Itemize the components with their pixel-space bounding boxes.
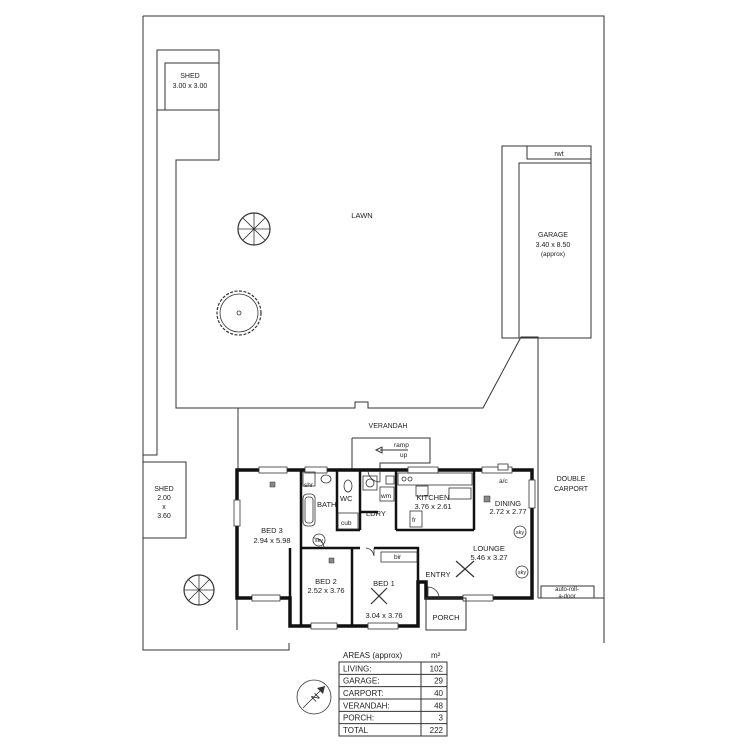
porch xyxy=(425,597,467,631)
porch-label: PORCH xyxy=(432,613,459,622)
svg-text:x: x xyxy=(162,504,166,511)
rear-shed-label: SHED xyxy=(180,73,199,80)
cub-label: cub xyxy=(341,520,352,527)
svg-text:sky: sky xyxy=(516,530,525,536)
ac-label: a/c xyxy=(499,478,508,485)
tree-icon xyxy=(216,290,262,336)
ceiling-fan-icon xyxy=(370,587,388,605)
carport-label-1: DOUBLE xyxy=(557,476,586,483)
garage-label: GARAGE xyxy=(538,232,568,239)
verandah-label: VERANDAH xyxy=(369,423,408,430)
ceiling-markers xyxy=(269,463,509,564)
auto-door xyxy=(540,585,595,599)
kitchen-dims: 3.76 x 2.61 xyxy=(414,502,451,511)
skylight-icon: sky xyxy=(312,533,326,547)
svg-text:2.00: 2.00 xyxy=(157,495,171,502)
areas-row-label: CARPORT: xyxy=(343,689,383,698)
areas-row-value: 48 xyxy=(434,701,443,710)
svg-text:sky: sky xyxy=(518,570,527,576)
areas-row-label: TOTAL xyxy=(343,726,369,735)
areas-title: AREAS (approx) xyxy=(343,651,402,660)
property-boundary xyxy=(142,15,605,651)
areas-row-value: 102 xyxy=(430,664,444,673)
ldry-label: LDRY xyxy=(366,509,386,518)
lawn-label: LAWN xyxy=(351,211,372,220)
bed1-label: BED 1 xyxy=(373,579,395,588)
bath-label: BATH xyxy=(317,500,336,509)
wc-label: WC xyxy=(340,494,353,503)
bed2-label: BED 2 xyxy=(315,577,337,586)
bed2-dims: 2.52 x 3.76 xyxy=(307,586,344,595)
entry-label: ENTRY xyxy=(425,570,450,579)
areas-row-label: VERANDAH: xyxy=(343,701,390,710)
shr-label: shr xyxy=(304,482,314,489)
svg-text:3.60: 3.60 xyxy=(157,513,171,520)
tree-icon xyxy=(237,212,271,246)
dining-dims: 2.72 x 2.77 xyxy=(489,507,526,516)
carport-label-2: CARPORT xyxy=(554,486,589,493)
side-shed xyxy=(142,461,187,539)
fridge-label: fr xyxy=(412,517,417,524)
areas-row-value: 222 xyxy=(430,726,444,735)
areas-row-label: GARAGE: xyxy=(343,677,379,686)
areas-unit: m² xyxy=(431,651,441,660)
areas-row-label: PORCH: xyxy=(343,714,374,723)
areas-row-value: 3 xyxy=(439,714,444,723)
svg-text:a-door: a-door xyxy=(558,594,575,600)
bed3-label: BED 3 xyxy=(261,526,283,535)
kitchen-label: KITCHEN xyxy=(417,493,450,502)
areas-row-label: LIVING: xyxy=(343,664,371,673)
side-shed-label: SHED xyxy=(154,486,173,493)
lawn-outline xyxy=(143,110,539,465)
ramp-label: ramp xyxy=(394,442,409,449)
dining-label: DINING xyxy=(495,499,521,508)
areas-row-value: 29 xyxy=(434,677,443,686)
north-arrow-icon: N xyxy=(296,679,332,715)
north-label: N xyxy=(310,692,323,705)
areas-row-value: 40 xyxy=(434,689,443,698)
garage-note: (approx) xyxy=(541,251,565,258)
rear-shed xyxy=(156,49,220,111)
garage xyxy=(518,162,592,339)
garage-dims: 3.40 x 8.50 xyxy=(536,242,571,249)
lounge-dims: 5.46 x 3.27 xyxy=(470,553,507,562)
svg-text:auto-roll-: auto-roll- xyxy=(555,587,579,593)
svg-text:sky: sky xyxy=(315,538,324,544)
rear-shed-dims: 3.00 x 3.00 xyxy=(173,83,208,90)
lounge-label: LOUNGE xyxy=(473,544,505,553)
tree-icon xyxy=(183,574,215,606)
ramp-up-label: up xyxy=(400,452,408,459)
ceiling-fan-icon xyxy=(455,560,475,578)
bir-label: bir xyxy=(394,554,402,561)
ramp xyxy=(351,437,431,470)
carport-outline xyxy=(537,465,604,599)
windows xyxy=(233,466,536,630)
wm-label: wm xyxy=(380,493,391,500)
rwt-label: rwt xyxy=(554,151,563,158)
doors xyxy=(313,469,440,599)
bed3-dims: 2.94 x 5.98 xyxy=(253,536,290,545)
bath-fixtures xyxy=(302,471,473,563)
bed1-dims: 3.04 x 3.76 xyxy=(365,611,402,620)
skylight-icon: sky xyxy=(515,565,529,579)
skylight-icon: sky xyxy=(513,525,527,539)
